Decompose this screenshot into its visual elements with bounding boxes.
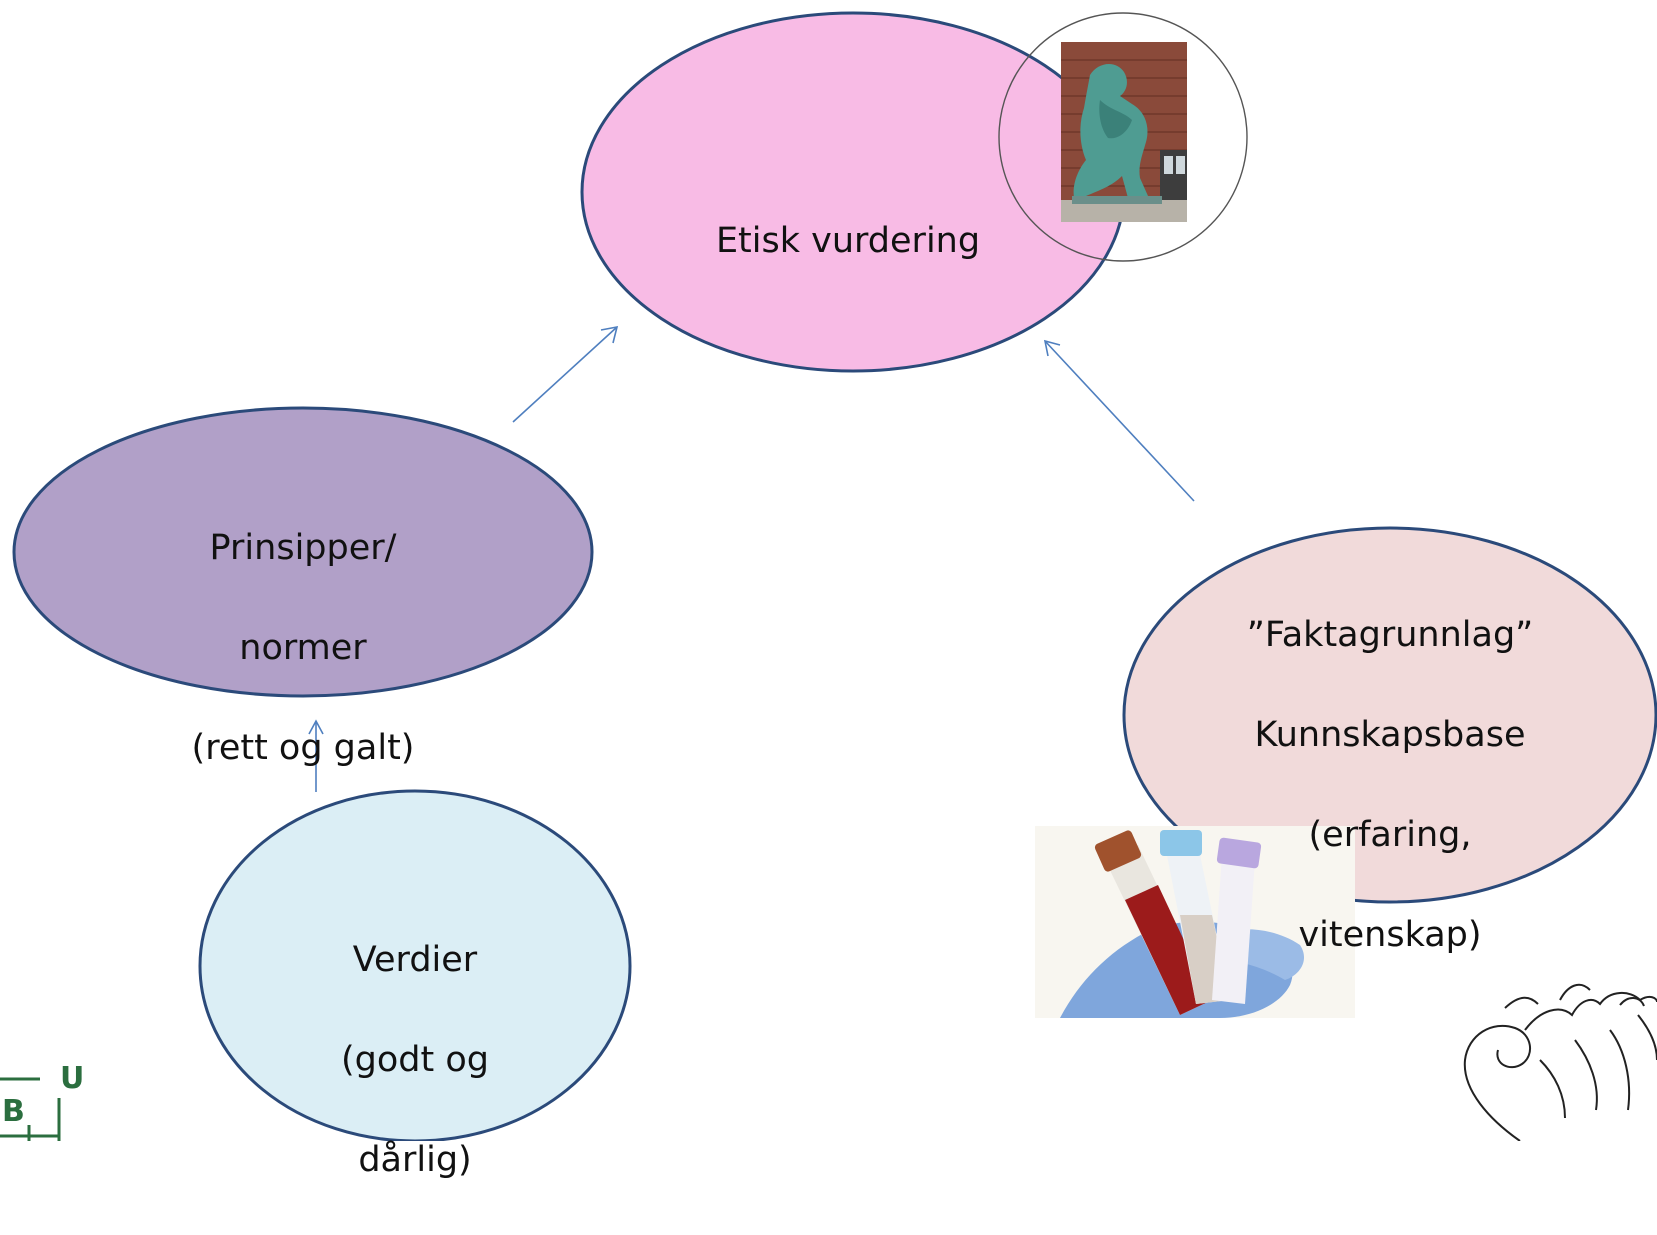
label-line: (godt og	[341, 1040, 489, 1080]
ellipse-faktagrunnlag	[1122, 526, 1657, 904]
label-line: (rett og galt)	[191, 728, 415, 768]
svg-text:U: U	[60, 1061, 84, 1096]
thinker-statue-image	[1061, 42, 1187, 222]
label-line: ”Faktagrunnlag”	[1246, 615, 1534, 655]
label-line: Etisk vurdering	[715, 221, 981, 261]
label-line: dårlig)	[358, 1140, 472, 1180]
label-faktagrunnlag: ”Faktagrunnlag” Kunnskapsbase (erfaring,…	[1210, 560, 1570, 1010]
label-line: normer	[239, 628, 367, 668]
label-etisk-vurdering: Etisk vurdering	[683, 166, 1013, 316]
label-line: vitenskap)	[1298, 915, 1482, 955]
label-line: Verdier	[352, 940, 478, 980]
svg-text:B: B	[2, 1094, 25, 1129]
diagram-canvas: U B	[0, 11, 1657, 1141]
test-tubes-image	[1035, 826, 1355, 1018]
label-verdier: Verdier (godt og dårlig)	[285, 885, 545, 1235]
uib-logo: U B	[0, 1061, 84, 1141]
arrow-prinsipper-to-etisk	[512, 325, 619, 423]
ellipse-prinsipper-normer	[12, 406, 594, 698]
label-line: Prinsipper/	[209, 528, 397, 568]
arrow-verdier-to-prinsipper	[308, 719, 324, 792]
ellipse-verdier	[198, 789, 632, 1141]
thinker-highlight-circle	[998, 12, 1248, 262]
label-prinsipper-normer: Prinsipper/ normer (rett og galt)	[153, 473, 453, 823]
arrows	[308, 325, 1195, 792]
label-line: (erfaring,	[1308, 815, 1472, 855]
label-line: Kunnskapsbase	[1254, 715, 1526, 755]
arrow-fakta-to-etisk	[1043, 339, 1195, 502]
